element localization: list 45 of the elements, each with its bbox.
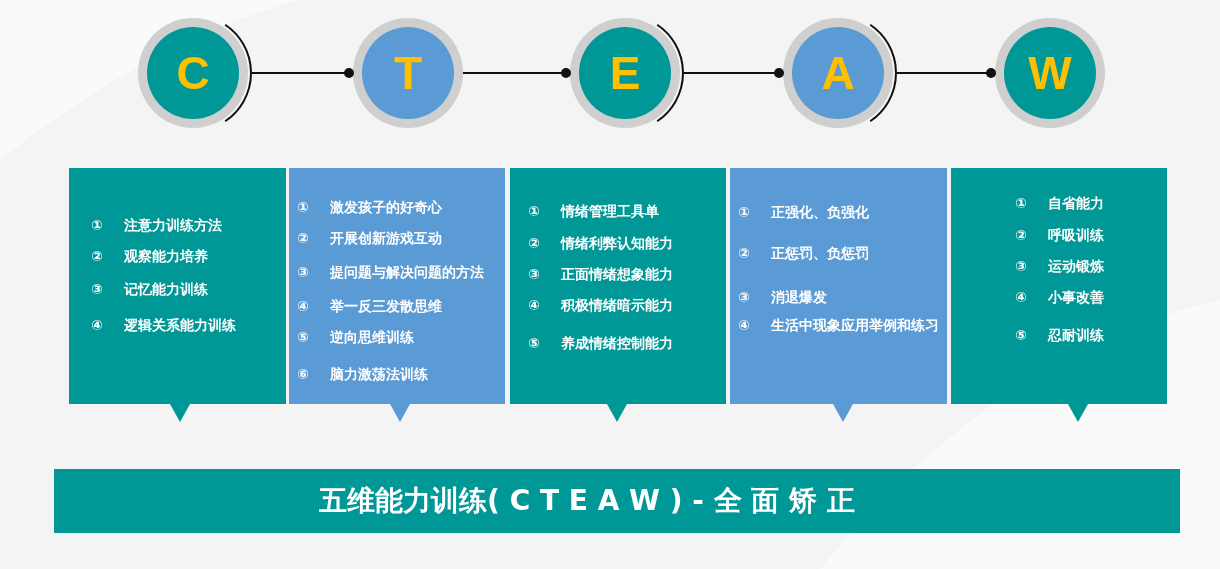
circle-letter: E (609, 50, 641, 96)
circle-letter: T (393, 50, 423, 96)
list-item: ① 注意力训练方法 (91, 216, 223, 235)
list-item: ⑤ 逆向思维训练 (297, 328, 415, 347)
callout-panel (69, 168, 286, 422)
list-item: ⑤ 养成情绪控制能力 (528, 334, 674, 353)
letter-circle (783, 18, 893, 128)
connector-line (462, 68, 571, 78)
list-item: ② 呼吸训练 (1015, 226, 1105, 245)
connector-line (896, 68, 996, 78)
list-item: ④ 小事改善 (1015, 288, 1105, 307)
list-item: ③ 提问题与解决问题的方法 (297, 263, 485, 282)
connector-line (251, 68, 354, 78)
list-item: ① 情绪管理工具单 (528, 202, 660, 221)
list-item: ② 情绪利弊认知能力 (528, 234, 674, 253)
connector-line (683, 68, 784, 78)
list-item: ② 观察能力培养 (91, 247, 209, 266)
banner-title: 五维能力训练( C T E A W ) - 全 面 矫 正 (319, 483, 855, 519)
circle-letter: W (1028, 50, 1072, 96)
list-item: ③ 正面情绪想象能力 (528, 265, 674, 284)
letter-circle (138, 18, 248, 128)
letter-circle (995, 18, 1105, 128)
list-item: ① 激发孩子的好奇心 (297, 198, 443, 217)
letter-circle (353, 18, 463, 128)
list-item: ① 正强化、负强化 (738, 203, 870, 222)
list-item: ② 开展创新游戏互动 (297, 229, 443, 248)
circle-letter: C (176, 50, 210, 96)
circle-letter: A (821, 50, 855, 96)
list-item: ④ 逻辑关系能力训练 (91, 316, 237, 335)
list-item: ④ 举一反三发散思维 (297, 297, 443, 316)
list-item: ③ 运动锻炼 (1015, 257, 1105, 276)
list-item: ⑤ 忍耐训练 (1015, 326, 1105, 345)
callout-panel (730, 168, 947, 422)
banner-bar (54, 469, 1180, 533)
list-item: ④ 积极情绪暗示能力 (528, 296, 674, 315)
list-item: ③ 消退爆发 (738, 288, 828, 307)
list-item: ⑥ 脑力激荡法训练 (297, 365, 429, 384)
list-item: ② 正惩罚、负惩罚 (738, 244, 870, 263)
list-item: ① 自省能力 (1015, 194, 1105, 213)
list-item: ③ 记忆能力训练 (91, 280, 209, 299)
list-item: ④ 生活中现象应用举例和练习 (738, 316, 940, 335)
callout-panel (510, 168, 726, 422)
callout-panel (951, 168, 1167, 422)
letter-circle (570, 18, 680, 128)
callout-panel (289, 168, 505, 422)
